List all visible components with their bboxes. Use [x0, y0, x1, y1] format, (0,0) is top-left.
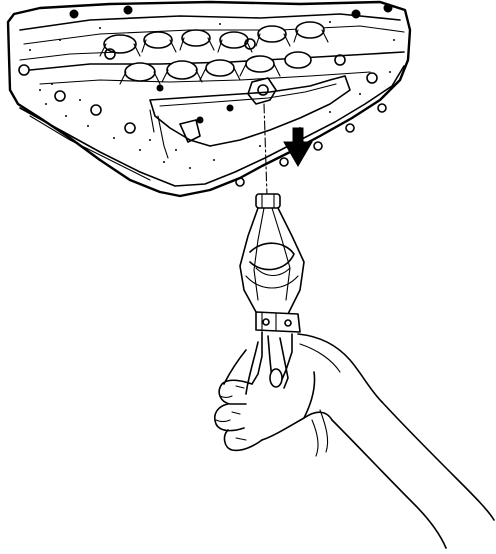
technician-hand — [213, 333, 495, 549]
snap-ring-pliers — [239, 193, 305, 389]
valve-body-assembly — [6, 0, 412, 198]
spool-valves — [99, 21, 329, 85]
housing-bolts — [18, 3, 393, 187]
removal-direction-arrow — [283, 127, 313, 167]
housing-stipple — [29, 21, 395, 169]
removal-path-line — [263, 103, 268, 197]
